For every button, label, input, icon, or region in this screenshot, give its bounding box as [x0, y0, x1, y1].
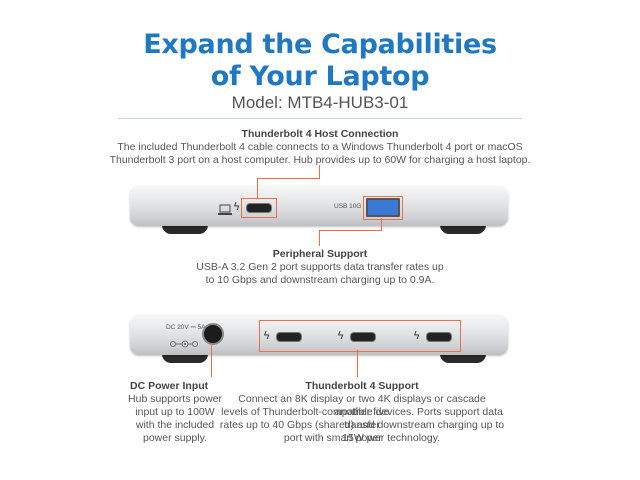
- usb-a-callout-box: [363, 196, 403, 220]
- hub-back-foot-right: [440, 354, 486, 363]
- hub-foot-left: [162, 225, 208, 234]
- usb-a-callout-line: [381, 218, 382, 230]
- laptop-icon: [218, 201, 232, 220]
- host-callout-line: [257, 178, 258, 198]
- model-number: Model: MTB4-HUB3-01: [231, 93, 409, 112]
- thunderbolt-icon: ϟ: [233, 200, 241, 213]
- usb-10g-label: USB 10G: [334, 203, 362, 210]
- tb4-support-line-3: rates up to 40 Gbps (shared) and downstr…: [219, 419, 505, 444]
- usb-a-callout-line-horizontal: [319, 230, 382, 231]
- host-usb-c-port: [246, 203, 272, 213]
- divider: [118, 118, 522, 119]
- host-callout-line-top: [319, 165, 320, 179]
- dc-power-line-2: input up to 100W: [135, 406, 215, 418]
- tb4-support-line-2: levels of Thunderbolt-compatible devices…: [221, 406, 503, 431]
- peripheral-heading: Peripheral Support: [272, 248, 368, 260]
- dc-power-line-3: with the included: [135, 419, 215, 431]
- dc-power-heading: DC Power Input: [130, 380, 209, 392]
- tb4-callout-line: [357, 350, 358, 377]
- thunderbolt-icon-port-3: ϟ: [413, 329, 421, 342]
- tb4-port-3: [426, 332, 452, 342]
- host-connection-line-1: The included Thunderbolt 4 cable connect…: [117, 141, 523, 153]
- usb-a-callout-line-down: [319, 230, 320, 246]
- host-connection-line-2: Thunderbolt 3 port on a host computer. H…: [109, 154, 531, 166]
- hub-front-view: [130, 186, 508, 226]
- tb4-support-line-4: port with smart power technology.: [283, 432, 441, 444]
- host-port-callout-box: [241, 198, 277, 218]
- peripheral-line-1: USB-A 3.2 Gen 2 port supports data trans…: [196, 261, 444, 273]
- headline-line-1: Expand the Capabilities: [143, 29, 497, 60]
- dc-polarity-icon: [170, 333, 198, 352]
- hub-back-foot-left: [162, 354, 208, 363]
- tb4-port-1: [276, 332, 302, 342]
- host-callout-line-horizontal: [257, 178, 319, 179]
- dc-rating-label: DC 20V ⎓ 5A: [166, 324, 206, 331]
- hub-foot-right: [440, 225, 486, 234]
- host-connection-heading: Thunderbolt 4 Host Connection: [241, 128, 399, 140]
- dc-power-line-4: power supply.: [142, 432, 207, 444]
- dc-power-jack: [202, 323, 224, 345]
- dc-power-line-1: Hub supports power: [128, 393, 222, 405]
- dc-callout-line: [211, 343, 212, 377]
- usb-a-port: [366, 198, 400, 217]
- headline-line-2: of Your Laptop: [210, 61, 430, 92]
- thunderbolt-icon-port-1: ϟ: [263, 329, 271, 342]
- tb4-support-heading: Thunderbolt 4 Support: [305, 380, 419, 392]
- tb4-support-line-1: Connect an 8K display or two 4K displays…: [238, 393, 486, 418]
- tb4-port-2: [350, 332, 376, 342]
- tb4-ports-callout-box: [259, 320, 461, 352]
- thunderbolt-icon-port-2: ϟ: [337, 329, 345, 342]
- peripheral-line-2: to 10 Gbps and downstream charging up to…: [205, 274, 435, 286]
